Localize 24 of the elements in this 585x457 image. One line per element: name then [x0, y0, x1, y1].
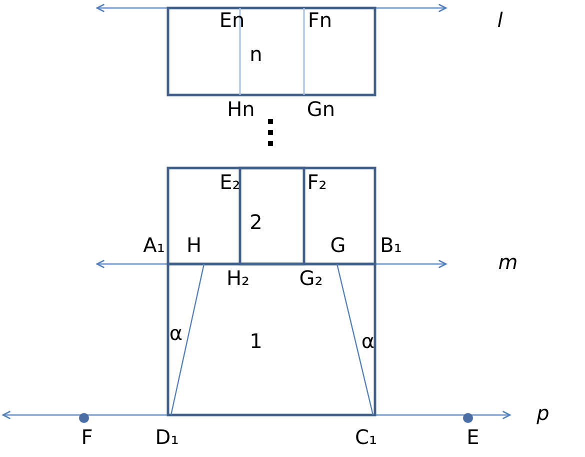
point-label: G₂ [299, 268, 323, 288]
region-number: n [250, 44, 262, 64]
point-label: F [81, 427, 93, 447]
line-label: l [497, 10, 503, 30]
line-label: p [536, 403, 550, 423]
point-label: B₁ [380, 235, 402, 255]
point-label: H₂ [226, 268, 250, 288]
point-label: Hn [227, 99, 255, 119]
point-label: E [466, 427, 480, 447]
point-label: D₁ [155, 427, 179, 447]
point-label: Fn [308, 10, 332, 30]
point-label: G [330, 235, 346, 255]
point-label: A₁ [143, 235, 165, 255]
point-label: H [186, 235, 202, 255]
line-label: m [498, 252, 518, 272]
point-label: En [219, 10, 245, 30]
region-number: 2 [250, 212, 262, 232]
point-label: E₂ [220, 172, 240, 192]
angle-label: α [169, 323, 183, 343]
region-number: 1 [250, 331, 262, 351]
point-label: F₂ [307, 172, 327, 192]
point-label: C₁ [355, 427, 377, 447]
angle-label: α [361, 331, 375, 351]
point-label: Gn [306, 99, 336, 119]
